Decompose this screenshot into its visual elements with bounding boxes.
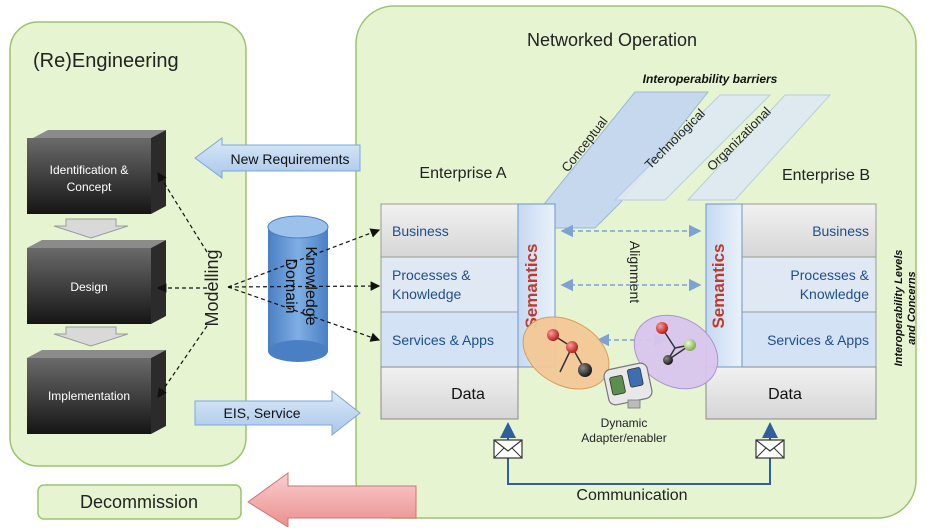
enterprise-a-processes-2: Knowledge xyxy=(392,286,461,302)
enterprise-b-processes-1: Processes & xyxy=(790,267,869,283)
enterprise-b-label: Enterprise B xyxy=(782,167,870,184)
adapter-device xyxy=(603,362,653,409)
new-requirements-arrow: New Requirements xyxy=(194,137,361,179)
alignment-label: Alignment xyxy=(627,241,643,303)
enterprise-b-data: Data xyxy=(768,386,802,403)
reengineering-title: (Re)Engineering xyxy=(33,50,179,72)
enterprise-b-business: Business xyxy=(812,223,869,239)
enterprise-a-business: Business xyxy=(392,223,449,239)
domain-knowledge-cylinder: Domain Knowledge xyxy=(267,215,329,362)
modelling-to-enterprise-arrows xyxy=(227,228,381,342)
phase-box-design: Design xyxy=(27,240,166,324)
domain-knowledge-label-2: Knowledge xyxy=(302,246,319,325)
enterprise-b-processes-2: Knowledge xyxy=(800,286,869,302)
phase-label-identification-1: Identification & xyxy=(50,163,129,177)
enterprise-b-stack: Business Processes & Knowledge Services … xyxy=(705,203,877,420)
adapter-label-2: Adapter/enabler xyxy=(581,431,666,445)
reengineering-panel: (Re)Engineering Identification & Concept… xyxy=(9,21,247,467)
domain-knowledge-label-1: Domain xyxy=(282,258,299,313)
modelling-arrows xyxy=(156,171,208,398)
enterprise-a-processes-1: Processes & xyxy=(392,267,471,283)
barriers-title: Interoperability barriers xyxy=(643,72,778,86)
semantics-label-a: Semantics xyxy=(522,243,541,328)
semantics-label-b: Semantics xyxy=(709,243,728,328)
down-arrow-2 xyxy=(53,326,129,347)
envelope-icon-b xyxy=(755,439,785,459)
decommission-arrow xyxy=(247,472,417,528)
eis-service-arrow: EIS, Service xyxy=(194,389,361,437)
enterprise-a-services: Services & Apps xyxy=(392,332,494,348)
enterprise-a-label: Enterprise A xyxy=(419,165,506,182)
enterprise-a-data: Data xyxy=(451,386,485,403)
networked-panel: Networked Operation Interoperability bar… xyxy=(355,5,918,519)
enterprise-b-services: Services & Apps xyxy=(767,332,869,348)
levels-label-2: and Concerns xyxy=(906,271,918,344)
phase-label-identification-2: Concept xyxy=(67,180,112,194)
modelling-label: Modelling xyxy=(202,249,222,326)
phase-box-identification: Identification & Concept xyxy=(27,130,166,214)
decommission-label: Decommission xyxy=(80,492,198,512)
phase-label-implementation: Implementation xyxy=(48,389,130,403)
decommission-box: Decommission xyxy=(37,484,242,520)
phase-label-design: Design xyxy=(70,280,107,294)
communication-path xyxy=(500,422,778,485)
down-arrow-1 xyxy=(53,218,129,239)
enterprise-a-stack: Business Processes & Knowledge Services … xyxy=(380,203,556,420)
service-graph-b xyxy=(633,314,719,390)
phase-box-implementation: Implementation xyxy=(27,350,166,434)
adapter-label-1: Dynamic xyxy=(601,416,648,430)
networked-title: Networked Operation xyxy=(527,30,697,50)
eis-service-label: EIS, Service xyxy=(223,405,300,421)
new-requirements-label: New Requirements xyxy=(230,151,349,167)
envelope-icon-a xyxy=(493,439,523,459)
alignment-arrows xyxy=(560,224,702,347)
levels-label-1: Interoperability Levels xyxy=(893,250,905,367)
communication-label: Communication xyxy=(576,487,687,504)
